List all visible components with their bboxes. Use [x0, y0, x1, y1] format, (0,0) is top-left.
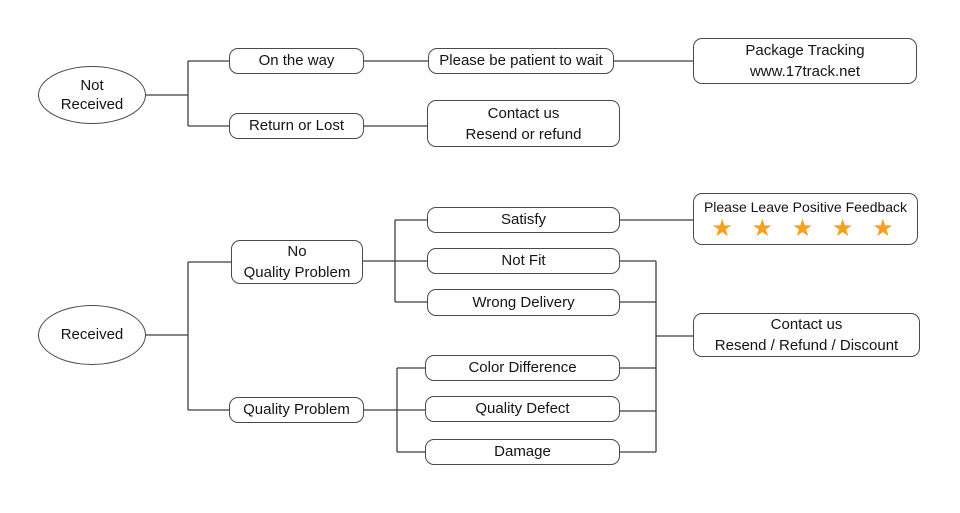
node-satisfy: Satisfy: [427, 207, 620, 233]
node-package-tracking: Package Tracking www.17track.net: [693, 38, 917, 84]
node-on-the-way: On the way: [229, 48, 364, 74]
node-not-received: Not Received: [38, 66, 146, 124]
node-damage: Damage: [425, 439, 620, 465]
node-quality-defect: Quality Defect: [425, 396, 620, 422]
node-received: Received: [38, 305, 146, 365]
node-quality-problem: Quality Problem: [229, 397, 364, 423]
node-contact-resend-refund-discount: Contact us Resend / Refund / Discount: [693, 313, 920, 357]
node-no-quality-problem: No Quality Problem: [231, 240, 363, 284]
positive-feedback-label: Please Leave Positive Feedback: [703, 199, 908, 216]
five-star-rating-icons: ★ ★ ★ ★ ★: [711, 214, 900, 242]
node-contact-resend-refund: Contact us Resend or refund: [427, 100, 620, 147]
node-not-fit: Not Fit: [427, 248, 620, 274]
node-please-be-patient: Please be patient to wait: [428, 48, 614, 74]
node-return-or-lost: Return or Lost: [229, 113, 364, 139]
node-positive-feedback: Please Leave Positive Feedback ★ ★ ★ ★ ★: [693, 193, 918, 245]
node-color-difference: Color Difference: [425, 355, 620, 381]
node-wrong-delivery: Wrong Delivery: [427, 289, 620, 316]
